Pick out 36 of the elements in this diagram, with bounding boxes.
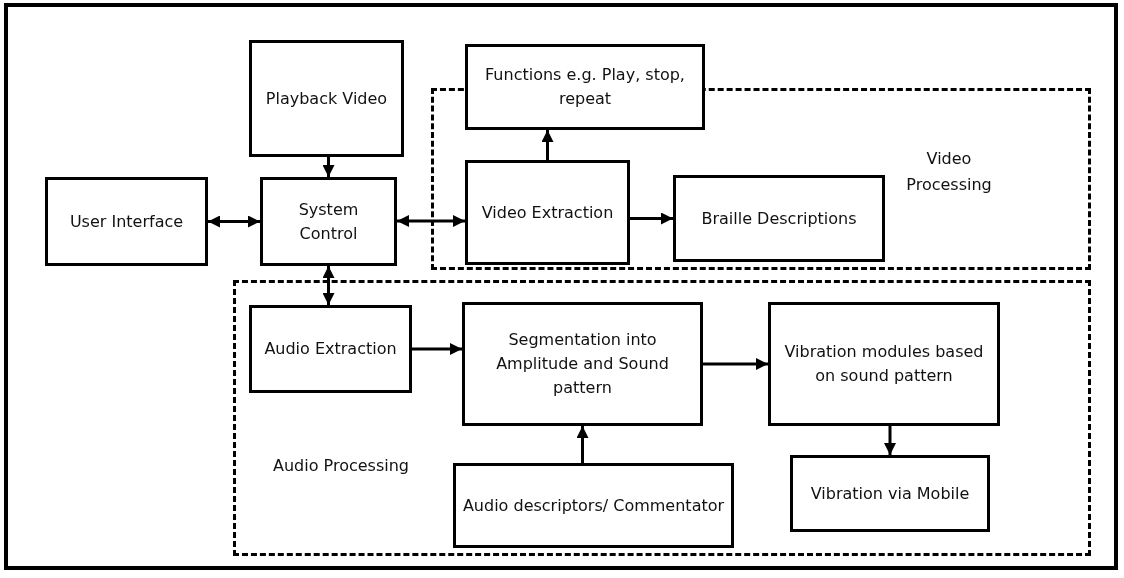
dashed-group-box <box>233 280 1091 556</box>
process-box <box>768 302 1000 426</box>
box-label: Braille Descriptions <box>700 207 858 230</box>
box-label: Audio descriptors/ Commentator <box>461 494 726 517</box>
arrow <box>208 215 260 228</box>
process-box <box>453 463 734 548</box>
arrow <box>703 358 768 370</box>
process-box <box>260 177 397 266</box>
process-box <box>462 302 703 426</box>
arrow <box>884 426 896 455</box>
box-label: Video Extraction <box>480 201 615 224</box>
arrow <box>630 212 673 225</box>
process-box <box>790 455 990 532</box>
process-box <box>465 160 630 265</box>
arrow <box>322 157 335 177</box>
arrow <box>576 426 589 463</box>
box-label: Playback Video <box>264 87 389 110</box>
box-label: Vibration modules based on sound pattern <box>783 341 985 387</box>
process-box <box>249 40 404 157</box>
group-label: Video Processing <box>905 148 993 196</box>
process-box <box>673 175 885 262</box>
process-box <box>249 305 412 393</box>
box-label: System Control <box>297 198 360 245</box>
box-label: Functions e.g. Play, stop, repeat <box>484 64 686 110</box>
arrow <box>541 130 554 160</box>
dashed-group-box <box>431 88 1091 270</box>
arrow <box>322 266 335 305</box>
box-label: Vibration via Mobile <box>809 482 971 505</box>
box-label: User Interface <box>68 210 185 233</box>
group-label: Audio Processing <box>272 455 410 477</box>
arrow <box>412 343 462 355</box>
arrow <box>397 215 465 227</box>
process-box <box>45 177 208 266</box>
box-label: Audio Extraction <box>263 338 398 360</box>
process-box <box>465 44 705 130</box>
box-label: Segmentation into Amplitude and Sound pattern <box>495 329 670 399</box>
